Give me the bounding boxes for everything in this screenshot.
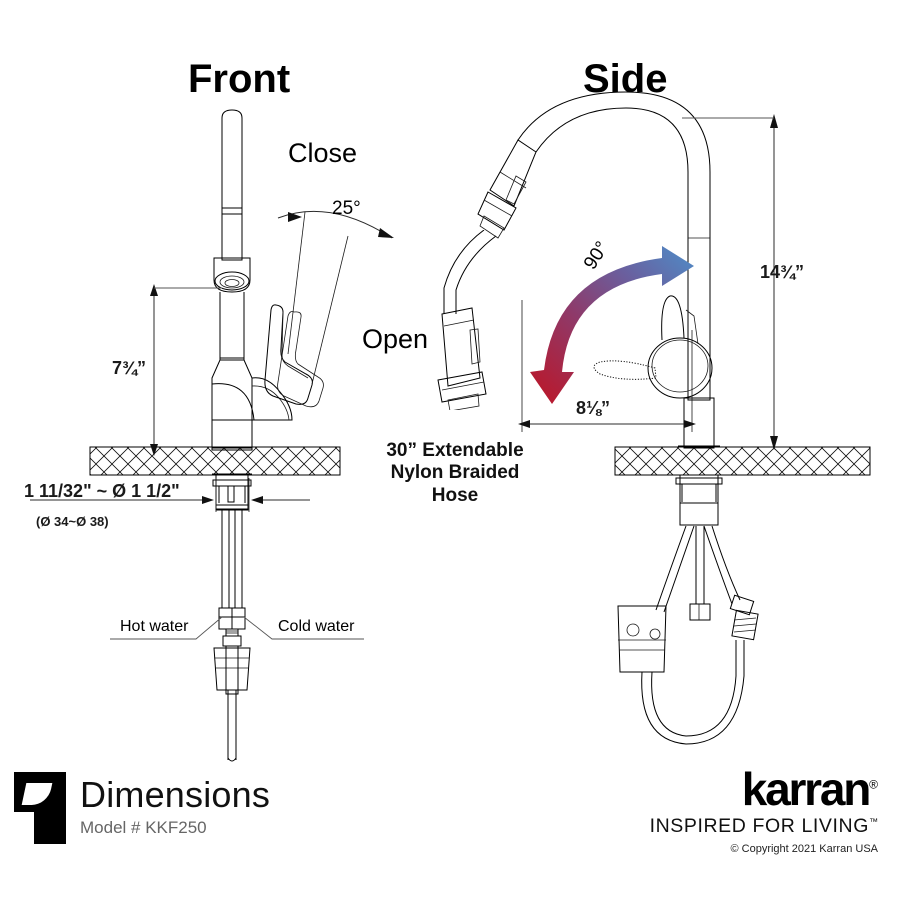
side-handle-assembly <box>593 295 720 449</box>
overall-height-dimension <box>682 114 778 450</box>
hose-note-line-2: Nylon Braided <box>390 462 520 484</box>
spout-height-label: 7¾” <box>112 358 147 378</box>
handle-angle-label: 25° <box>332 198 361 219</box>
hole-size-metric-label: (Ø 34~Ø 38) <box>36 514 109 529</box>
handle-angle-arc <box>277 210 394 385</box>
trademark-icon: ™ <box>869 816 878 827</box>
brand-tagline: INSPIRED FOR LIVING™ <box>649 815 878 837</box>
page-title: Dimensions <box>80 774 271 815</box>
front-faucet-body <box>211 109 293 451</box>
hole-size-dimension <box>30 478 310 512</box>
side-countertop <box>614 446 871 476</box>
front-handle-open <box>277 311 324 408</box>
side-sprayer-head <box>477 139 537 239</box>
hole-size-label: 1 11/32" ~ Ø 1 1/2" <box>24 481 180 501</box>
hot-water-label: Hot water <box>120 618 189 635</box>
swivel-arrow <box>530 246 694 404</box>
front-handle-closed <box>264 304 313 405</box>
spout-reach-dimension <box>518 300 696 432</box>
water-leader-lines <box>110 616 364 640</box>
hose-note: 30” Extendable Nylon Braided Hose <box>360 440 550 507</box>
hose-note-line-3: Hose <box>431 484 479 506</box>
front-under-counter-assembly <box>212 473 252 762</box>
spout-reach-label: 8⅛” <box>576 398 611 418</box>
front-view-title: Front <box>188 57 291 101</box>
copyright-notice: © Copyright 2021 Karran USA <box>730 843 878 855</box>
side-under-counter-assembly <box>617 474 759 745</box>
model-number: Model # KKF250 <box>80 818 207 837</box>
brand-name: karran® <box>741 763 878 815</box>
handle-close-label: Close <box>288 138 358 168</box>
hose-note-line-1: 30” Extendable <box>386 440 524 461</box>
overall-height-label: 14¾” <box>760 262 805 282</box>
side-view-drawing <box>477 91 871 745</box>
footer-left: Dimensions Model # KKF250 <box>14 772 271 846</box>
side-spout <box>517 91 711 400</box>
karran-k-logo-icon <box>14 772 66 846</box>
cold-water-label: Cold water <box>278 618 355 635</box>
spout-height-dimension <box>150 284 222 456</box>
front-view-drawing <box>30 109 394 762</box>
footer-divider <box>0 763 900 765</box>
footer-brand: karran® INSPIRED FOR LIVING™ © Copyright… <box>650 766 878 855</box>
pulldown-sprayer-detail <box>437 230 497 410</box>
front-countertop <box>89 446 341 476</box>
handle-open-label: Open <box>362 324 429 354</box>
registered-trademark-icon: ® <box>869 777 878 792</box>
